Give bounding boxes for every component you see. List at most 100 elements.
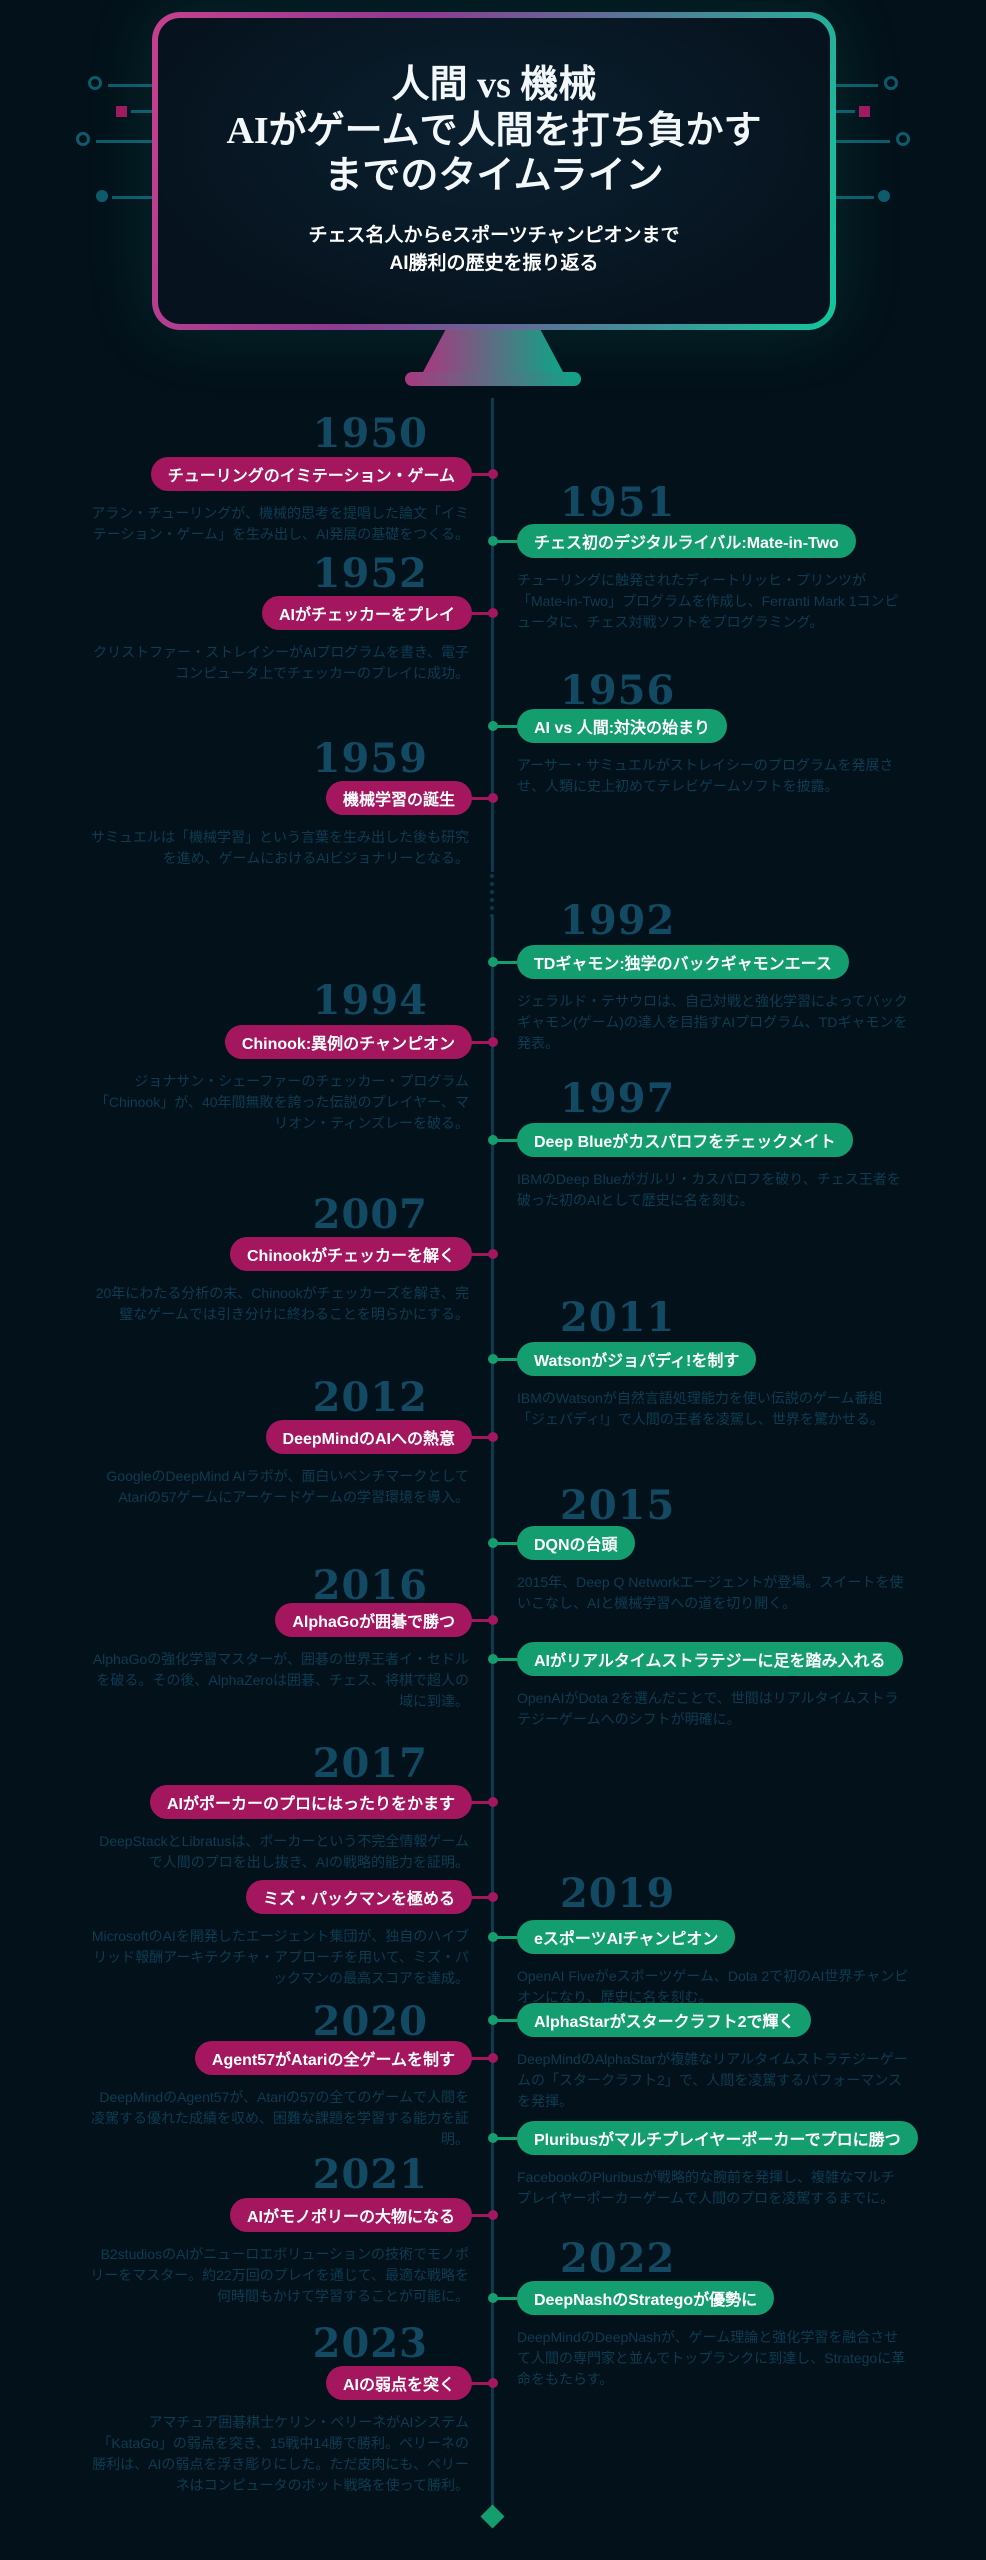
event-title-pill: AI vs 人間:対決の始まり — [517, 709, 728, 743]
timeline-dot — [488, 536, 498, 546]
event-description: GoogleのDeepMind AIラボが、面白いベンチマークとしてAtariの… — [106, 1468, 469, 1505]
connector-line — [493, 2019, 517, 2022]
event-title-pill: AIがポーカーのプロにはったりをかます — [149, 1785, 472, 1819]
connector-line — [493, 1542, 517, 1545]
connector-line — [470, 473, 494, 476]
page-subtitle-line-2: AI勝利の歴史を振り返る — [389, 253, 599, 275]
page-subtitle-line-1: チェス名人からeスポーツチャンピオンまで — [308, 224, 680, 246]
event-description: OpenAI Fiveがeスポーツゲーム、Dota 2で初のAI世界チャンピオン… — [517, 1968, 909, 2005]
year-label: 2016 — [312, 1562, 428, 1609]
event-description: IBMのWatsonが自然言語処理能力を使い伝説のゲーム番組「ジェパディ!」で人… — [517, 1390, 884, 1427]
event-title-pill: AlphaGoが囲碁で勝つ — [275, 1603, 472, 1637]
connector-line — [493, 2137, 517, 2140]
year-label: 2011 — [560, 1294, 676, 1341]
timeline-dot — [488, 793, 498, 803]
timeline-dot — [488, 2210, 498, 2220]
connector-line — [493, 2297, 517, 2300]
connector-line — [470, 1436, 494, 1439]
circuit-node-circle — [884, 76, 898, 90]
connector-line — [470, 2214, 494, 2217]
timeline-dot — [488, 1432, 498, 1442]
timeline-line-dotted-gap — [490, 874, 494, 918]
event-title-pill: Watsonがジョパディ!を制す — [517, 1342, 757, 1376]
circuit-trace — [96, 140, 154, 143]
year-label: 2015 — [560, 1482, 676, 1529]
timeline-dot — [488, 1797, 498, 1807]
timeline-dot — [488, 1354, 498, 1364]
connector-line — [493, 540, 517, 543]
event-title-pill: eスポーツAIチャンピオン — [517, 1920, 736, 1954]
event-title-pill: チェス初のデジタルライバル:Mate-in-Two — [517, 524, 856, 558]
connector-line — [470, 1619, 494, 1622]
connector-line — [493, 1358, 517, 1361]
event-description: DeepMindのDeepNashが、ゲーム理論と強化学習を融合させて人間の専門… — [517, 2329, 906, 2387]
monitor-stand-neck — [423, 330, 563, 372]
year-label: 1992 — [560, 897, 676, 944]
connector-line — [470, 1801, 494, 1804]
circuit-trace — [108, 84, 154, 87]
connector-line — [493, 1936, 517, 1939]
page-title-line-1: 人間 vs 機械 — [391, 64, 597, 107]
event-description: DeepMindのAgent57が、Atariの57の全てのゲームで人間を凌駕す… — [91, 2089, 469, 2147]
event-title-pill: Deep Blueがカスパロフをチェックメイト — [517, 1123, 853, 1157]
event-description: AlphaGoの強化学習マスターが、囲碁の世界王者イ・セドルを破る。その後、Al… — [92, 1651, 469, 1709]
event-title-pill: DeepNashのStrategoが優勢に — [517, 2281, 775, 2315]
circuit-node-dot — [878, 190, 890, 202]
event-description: アラン・チューリングが、機械的思考を提唱した論文「イミテーション・ゲーム」を生み… — [91, 505, 469, 542]
year-label: 1956 — [560, 667, 676, 714]
event-description: アマチュア囲碁棋士ケリン・ペリーネがAIシステム「KataGo」の弱点を突き、1… — [92, 2414, 469, 2493]
event-description: 2015年、Deep Q Networkエージェントが登場。スイートを使いこなし… — [517, 1574, 904, 1611]
monitor-stand-base — [405, 372, 581, 386]
timeline-end-diamond — [480, 2504, 505, 2529]
event-description: IBMのDeep Blueがガルリ・カスパロフを破り、チェス王者を破った初のAI… — [517, 1171, 901, 1208]
circuit-trace — [832, 196, 874, 199]
year-label: 1950 — [312, 410, 428, 457]
year-label: 2012 — [312, 1374, 428, 1421]
event-title-pill: AIがリアルタイムストラテジーに足を踏み入れる — [517, 1642, 903, 1676]
timeline-dot — [488, 2293, 498, 2303]
year-label: 2017 — [312, 1740, 428, 1787]
circuit-trace — [832, 84, 878, 87]
timeline-dot — [488, 469, 498, 479]
timeline-dot — [488, 1249, 498, 1259]
event-description: クリストファー・ストレイシーがAIプログラムを書き、電子コンピュータ上でチェッカ… — [93, 644, 469, 681]
event-title-pill: AlphaStarがスタークラフト2で輝く — [517, 2003, 812, 2037]
timeline-dot — [488, 2015, 498, 2025]
connector-line — [493, 1139, 517, 1142]
monitor-screen: 人間 vs 機械 AIがゲームで人間を打ち負かす までのタイムライン チェス名人… — [158, 18, 830, 324]
event-description: ジョナサン・シェーファーのチェッカー・プログラム「Chinook」が、40年間無… — [94, 1073, 469, 1131]
circuit-node-circle — [896, 132, 910, 146]
event-title-pill: DeepMindのAIへの熱意 — [265, 1420, 472, 1454]
year-label: 2019 — [560, 1870, 676, 1917]
timeline-dot — [488, 2133, 498, 2143]
timeline-dot — [488, 1037, 498, 1047]
timeline-dot — [488, 1892, 498, 1902]
circuit-node-square — [859, 106, 870, 117]
page-title-line-2: AIがゲームで人間を打ち負かす — [226, 109, 762, 152]
event-title-pill: チューリングのイミテーション・ゲーム — [150, 457, 472, 491]
timeline-dot — [488, 1615, 498, 1625]
event-description: OpenAIがDota 2を選んだことで、世間はリアルタイムストラテジーゲームへ… — [517, 1690, 899, 1727]
year-label: 2023 — [312, 2320, 428, 2367]
circuit-trace — [832, 110, 855, 113]
connector-line — [470, 612, 494, 615]
circuit-node-dot — [96, 190, 108, 202]
timeline-dot — [488, 721, 498, 731]
event-title-pill: AIがチェッカーをプレイ — [261, 596, 472, 630]
event-title-pill: AIの弱点を突く — [325, 2366, 472, 2400]
timeline-dot — [488, 2378, 498, 2388]
connector-line — [493, 961, 517, 964]
event-title-pill: ミズ・パックマンを極める — [245, 1880, 472, 1914]
event-title-pill: Pluribusがマルチプレイヤーポーカーでプロに勝つ — [517, 2121, 918, 2155]
circuit-trace — [832, 140, 890, 143]
timeline-dot — [488, 2053, 498, 2063]
timeline-dot — [488, 957, 498, 967]
event-title-pill: Agent57がAtariの全ゲームを制す — [194, 2041, 472, 2075]
year-label: 1952 — [312, 550, 428, 597]
connector-line — [470, 1041, 494, 1044]
year-label: 1951 — [560, 479, 676, 526]
year-label: 1997 — [560, 1075, 676, 1122]
page-subtitle: チェス名人からeスポーツチャンピオンまで AI勝利の歴史を振り返る — [309, 222, 680, 279]
year-label: 2007 — [312, 1191, 428, 1238]
